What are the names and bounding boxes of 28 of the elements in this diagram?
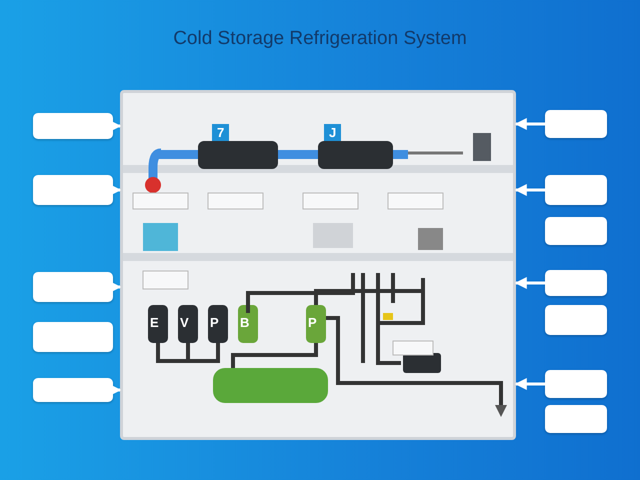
component-letter: J <box>324 124 342 141</box>
callout-box <box>545 370 607 398</box>
arrow <box>514 378 545 390</box>
callout-box <box>545 110 607 138</box>
arrow <box>514 118 545 130</box>
component-letter: P <box>308 316 317 329</box>
callout-box <box>545 305 607 335</box>
arrow <box>109 384 122 396</box>
callout-box <box>33 322 113 352</box>
arrow <box>109 120 122 132</box>
callout-box <box>545 405 607 433</box>
arrow <box>109 184 122 196</box>
arrow <box>109 281 122 293</box>
arrow <box>514 184 545 196</box>
callout-box <box>33 378 113 402</box>
callout-box <box>545 217 607 245</box>
component-letter: E <box>150 316 159 329</box>
callout-box <box>545 270 607 296</box>
component-letter: 7 <box>212 124 230 141</box>
arrow <box>514 277 545 289</box>
diagram-title: Cold Storage Refrigeration System <box>172 28 468 50</box>
component-letter: P <box>210 316 219 329</box>
component-letter: B <box>240 316 250 329</box>
callout-box <box>33 272 113 302</box>
callout-box <box>545 175 607 205</box>
callout-box <box>33 175 113 205</box>
component-letter: V <box>180 316 189 329</box>
callout-box <box>33 113 113 139</box>
